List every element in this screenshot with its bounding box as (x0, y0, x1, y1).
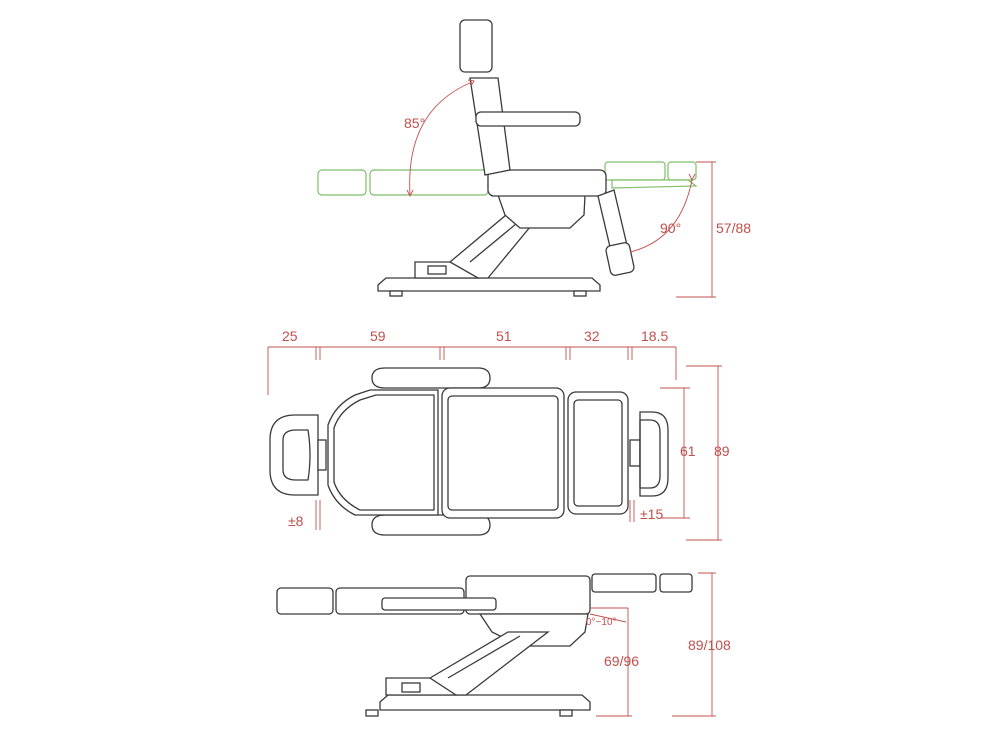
legrest (597, 189, 635, 276)
headrest-top (269, 414, 327, 496)
legrest-top (567, 391, 629, 515)
backrest (459, 19, 581, 176)
flat-side-view: 0°~10° 69/96 89/108 (276, 572, 731, 717)
width-dimensions: 61 89 (660, 365, 730, 541)
tilt-label: 0°~10° (586, 617, 617, 628)
legrest-angle-label: 90° (660, 220, 681, 236)
total-height-label: 89/108 (688, 637, 731, 653)
length-foot-label: 18.5 (641, 328, 668, 344)
top-view: 25 59 51 32 18.5 (267, 328, 730, 541)
legrest-angle-arc (629, 179, 693, 253)
side-view: 85° 90° 57/88 (317, 19, 751, 298)
backrest-angle-arc (409, 81, 473, 196)
length-back-label: 59 (370, 328, 386, 344)
length-leg-label: 32 (584, 328, 600, 344)
length-head-label: 25 (282, 328, 298, 344)
inner-width-label: 61 (680, 443, 696, 459)
adjust-dimensions: ±8 ±15 (288, 500, 663, 530)
outer-width-label: 89 (714, 443, 730, 459)
base-height-label: 69/96 (604, 653, 639, 669)
flat-surface (276, 573, 693, 615)
length-seat-label: 51 (496, 328, 512, 344)
foot-adjust-label: ±15 (640, 506, 663, 522)
backrest-angle-label: 85° (404, 115, 425, 131)
backrest-top (327, 367, 491, 536)
side-height-label: 57/88 (716, 220, 751, 236)
footrest-top (629, 411, 669, 497)
flat-base (365, 631, 591, 717)
seat-top (441, 387, 565, 519)
length-dimensions: 25 59 51 32 18.5 (267, 328, 677, 395)
seat-cushion (487, 169, 607, 197)
head-adjust-label: ±8 (288, 513, 304, 529)
